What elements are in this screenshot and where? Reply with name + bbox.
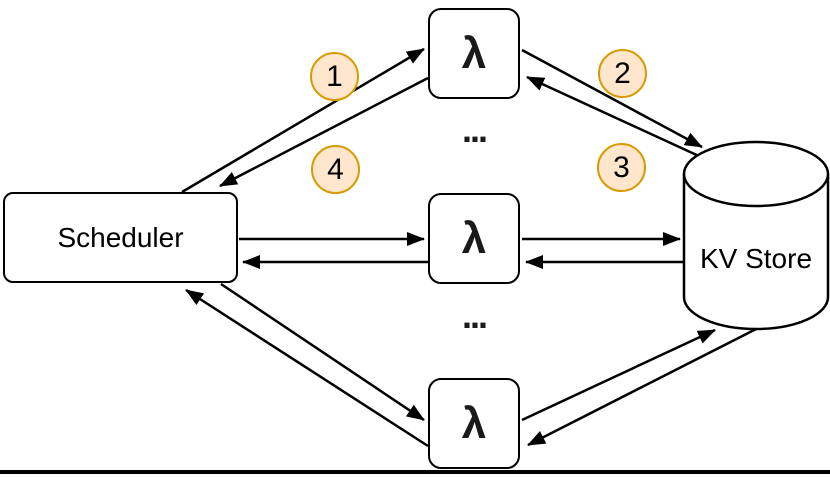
- node-lambda-mid: λ: [428, 193, 520, 284]
- edge-lambda-top-to-scheduler: [219, 76, 429, 188]
- edge-lambda-bottom-to-scheduler: [185, 288, 429, 448]
- node-lambda-bottom-label: λ: [461, 398, 487, 448]
- edge-scheduler-to-lambda-top: [181, 47, 425, 194]
- edge-lambda-top-to-kv-store: [521, 48, 703, 149]
- badge-step-3: 3: [597, 143, 646, 192]
- edge-lambda-bottom-to-kv-store: [521, 328, 716, 422]
- badge-step-4: 4: [311, 145, 360, 194]
- node-lambda-top: λ: [428, 8, 520, 99]
- node-lambda-bottom: λ: [428, 378, 520, 469]
- edge-kv-store-to-lambda-bottom: [527, 324, 763, 447]
- node-kv-store-label: KV Store: [699, 243, 813, 274]
- edge-layer: [181, 47, 763, 448]
- node-scheduler: Scheduler: [3, 192, 238, 283]
- kv-cylinder-top: [682, 140, 830, 208]
- edge-scheduler-to-lambda-bottom: [220, 282, 425, 422]
- ellipsis-top: ...: [461, 109, 488, 150]
- edge-kv-store-to-lambda-top: [526, 75, 715, 165]
- badge-step-2: 2: [598, 49, 647, 98]
- node-kv-store-shape: [682, 140, 830, 331]
- node-lambda-mid-label: λ: [461, 213, 487, 263]
- node-lambda-top-label: λ: [461, 28, 487, 78]
- badge-step-1: 1: [310, 52, 359, 101]
- ellipsis-bottom: ...: [461, 295, 488, 336]
- kv-cylinder-body: [682, 174, 830, 331]
- bottom-border-line: [0, 470, 830, 474]
- node-scheduler-label: Scheduler: [57, 221, 184, 253]
